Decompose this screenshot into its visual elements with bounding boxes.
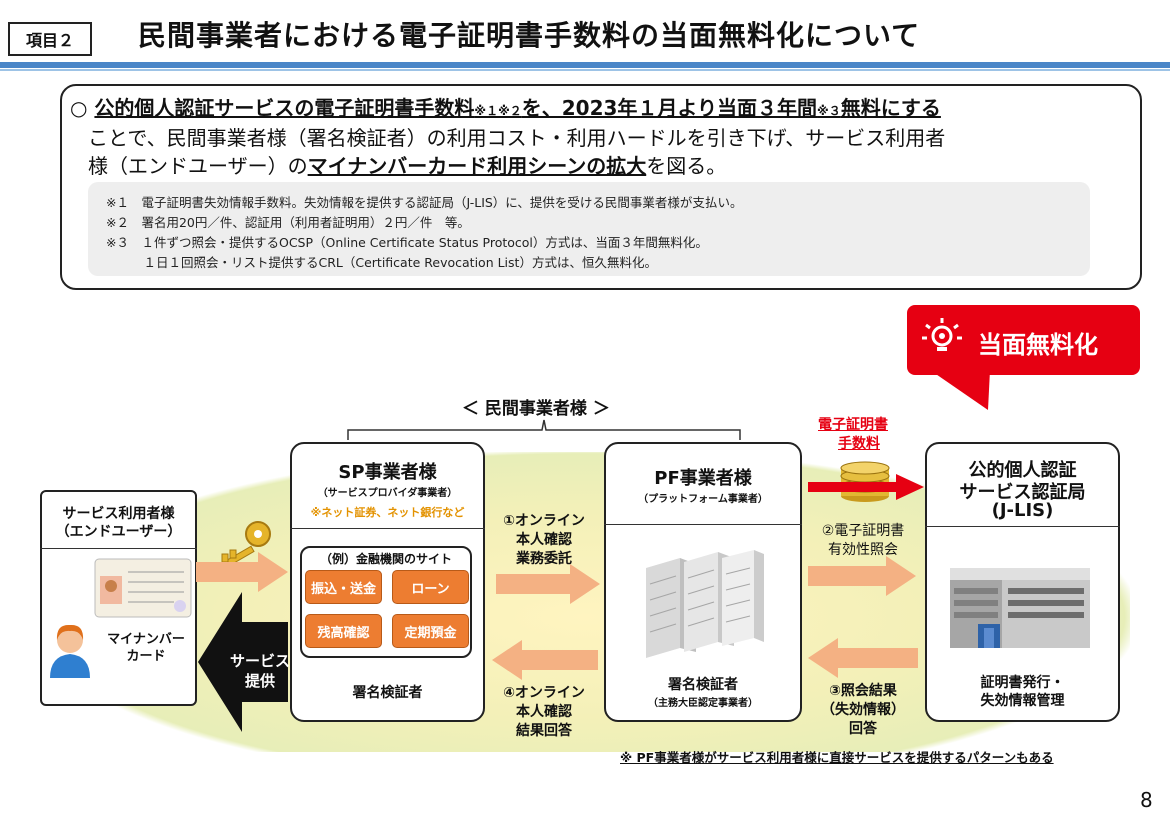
summary-l3-c: を図る。 [646, 154, 726, 178]
sp-divider [290, 528, 485, 529]
pf-divider [604, 524, 802, 525]
user-person-icon [46, 620, 94, 680]
page-title: 民間事業者における電子証明書手数料の当面無料化について [138, 14, 920, 54]
pf-role: 署名検証者 [604, 674, 802, 694]
step-2-label: ②電子証明書 有効性照会 [806, 522, 920, 560]
note-ref-3: ※３ [817, 104, 841, 118]
note-ref-1-2: ※１※２ [474, 104, 521, 118]
step-3-label: ③照会結果 （失効情報） 回答 [806, 682, 920, 739]
sp-title: SP事業者様 [290, 458, 485, 484]
note-2: ※２ 署名用20円／件、認証用（利用者証明用）２円／件 等。 [106, 212, 470, 231]
summary-l3-a: 様（エンドユーザー）の [88, 154, 308, 178]
step-1-line-1: ①オンライン [488, 512, 600, 531]
lightbulb-icon [920, 316, 964, 360]
arrow-user-to-sp [196, 552, 290, 592]
step-3-line-2: （失効情報） [806, 701, 920, 720]
header-divider [0, 62, 1170, 68]
end-user-divider [40, 548, 197, 549]
summary-fee-text: 公的個人認証サービスの電子証明書手数料 [94, 96, 474, 120]
mynumber-card-icon [94, 558, 192, 618]
step-2-line-1: ②電子証明書 [806, 522, 920, 541]
callout-text: 当面無料化 [978, 325, 1098, 360]
service-provide-label-1: サービス [230, 650, 290, 671]
step-1-label: ①オンライン 本人確認 業務委託 [488, 512, 600, 569]
arrow-pf-to-sp [490, 640, 598, 680]
note-4: １日１回照会・リスト提供するCRL（Certificate Revocation… [106, 252, 657, 271]
step-3-line-3: 回答 [806, 720, 920, 739]
pf-title: PF事業者様 [604, 464, 802, 490]
fee-label-1: 電子証明書 [818, 414, 888, 434]
summary-period-text: を、2023年１月より当面３年間 [522, 96, 817, 120]
fee-arrow [808, 474, 926, 500]
step-4-label: ④オンライン 本人確認 結果回答 [488, 684, 600, 741]
server-rack-icon [636, 548, 766, 664]
pf-subtitle: （プラットフォーム事業者） [604, 490, 802, 505]
sp-role: 署名検証者 [290, 682, 485, 702]
step-4-line-1: ④オンライン [488, 684, 600, 703]
pf-role-sub: （主務大臣認定事業者） [604, 694, 802, 709]
summary-line-2: ことで、民間事業者様（署名検証者）の利用コスト・利用ハードルを引き下げ、サービス… [88, 122, 945, 151]
diagram-footnote: ※ PF事業者様がサービス利用者様に直接サービスを提供するパターンもある [620, 747, 1054, 766]
jlis-title-3: (J-LIS) [925, 500, 1120, 521]
summary-line-1: ○ 公的個人認証サービスの電子証明書手数料※１※２を、2023年１月より当面３年… [70, 92, 941, 121]
arrow-pf-to-jlis [808, 556, 920, 596]
service-provide-label-2: 提供 [230, 670, 290, 691]
summary-l3-emphasis: マイナンバーカード利用シーンの拡大 [308, 154, 647, 178]
end-user-title-1: サービス利用者様 [40, 503, 197, 523]
private-operators-label: ＜ 民間事業者様 ＞ [462, 394, 610, 419]
step-4-line-2: 本人確認 [488, 703, 600, 722]
arrow-sp-to-pf [496, 564, 602, 604]
card-label-2: カード [96, 645, 196, 664]
end-user-title-2: （エンドユーザー） [40, 521, 197, 541]
brace-icon [346, 418, 746, 442]
header-divider-light [0, 69, 1170, 71]
summary-line-3: 様（エンドユーザー）のマイナンバーカード利用シーンの拡大を図る。 [88, 150, 726, 179]
section-tag: 項目２ [8, 22, 92, 56]
jlis-role-1: 証明書発行・ [925, 672, 1120, 692]
bank-site-title: （例）金融機関のサイト [300, 550, 472, 567]
note-1: ※１ 電子証明書失効情報手数料。失効情報を提供する認証局（J-LIS）に、提供を… [106, 192, 742, 211]
note-3: ※３ １件ずつ照会・提供するOCSP（Online Certificate St… [106, 232, 708, 251]
page-number: 8 [1140, 788, 1153, 812]
term-deposit-button: 定期預金 [392, 614, 469, 648]
step-4-line-3: 結果回答 [488, 722, 600, 741]
jlis-divider [925, 526, 1120, 527]
office-building-icon [950, 566, 1090, 648]
arrow-jlis-to-pf [806, 638, 918, 678]
step-3-line-1: ③照会結果 [806, 682, 920, 701]
bullet: ○ [70, 96, 87, 120]
summary-free-text: 無料にする [841, 96, 941, 120]
sp-examples: ※ネット証券、ネット銀行など [290, 504, 485, 520]
step-1-line-2: 本人確認 [488, 531, 600, 550]
sp-subtitle: （サービスプロバイダ事業者） [290, 484, 485, 499]
callout-tail [930, 370, 1000, 412]
balance-button: 残高確認 [305, 614, 382, 648]
transfer-button: 振込・送金 [305, 570, 382, 604]
jlis-role-2: 失効情報管理 [925, 690, 1120, 710]
fee-label-2: 手数料 [838, 433, 880, 453]
loan-button: ローン [392, 570, 469, 604]
